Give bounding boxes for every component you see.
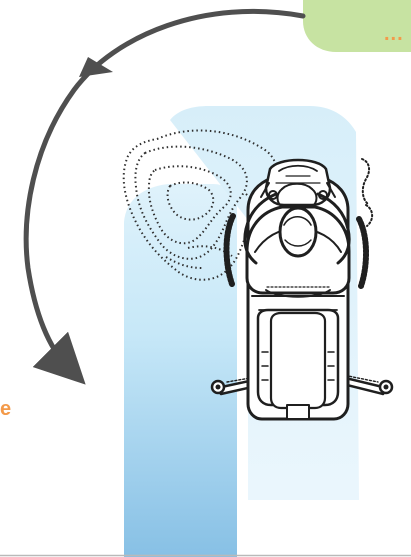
- top-right-label-partial: ...: [384, 23, 404, 45]
- rotation-arrow-mid-head: [79, 57, 113, 77]
- left-edge-label-partial: e: [0, 398, 12, 421]
- left-light-beam: [124, 184, 237, 557]
